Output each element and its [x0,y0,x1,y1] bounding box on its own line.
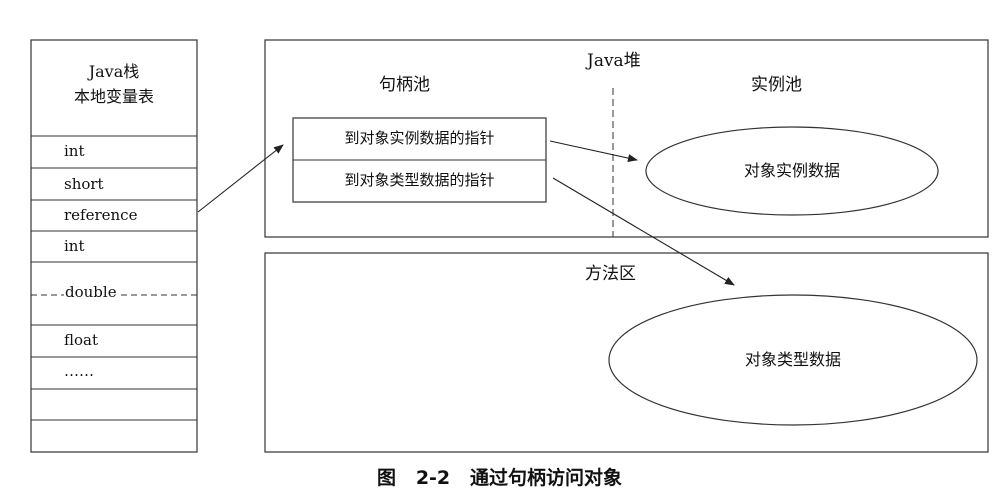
method-area-box [264,252,989,453]
local-variable-table-title: 本地变量表 [73,87,154,106]
stack-slot-dividers [31,135,197,421]
stack-frame-box [30,39,198,453]
slot-int-2: int [64,237,85,255]
handle-pool-title: 句柄池 [379,75,430,95]
slot-ellipsis: …… [64,362,94,380]
instance-data-ellipse [645,126,939,216]
slot-float: float [64,331,99,349]
type-data-ellipse [608,294,978,426]
method-area-title: 方法区 [585,264,636,284]
heap-title: Java堆 [587,51,641,71]
pointer-to-instance-data: 到对象实例数据的指针 [344,129,495,147]
instance-pool-title: 实例池 [751,75,802,95]
handle-to-instance-arrow [549,140,638,162]
pointer-to-type-data: 到对象类型数据的指针 [344,171,495,189]
reference-to-handle-arrow [197,144,284,213]
instance-data-label: 对象实例数据 [743,161,840,180]
slot-int-1: int [64,142,85,160]
heap-box [264,39,989,238]
slot-reference: reference [64,206,138,224]
figure-caption: 图 2-2 通过句柄访问对象 [376,467,622,489]
stack-title: Java栈 [88,62,140,81]
slot-double: double [64,283,118,301]
slot-short: short [64,175,104,193]
type-data-label: 对象类型数据 [744,350,841,369]
handle-to-type-arrow [552,177,735,286]
